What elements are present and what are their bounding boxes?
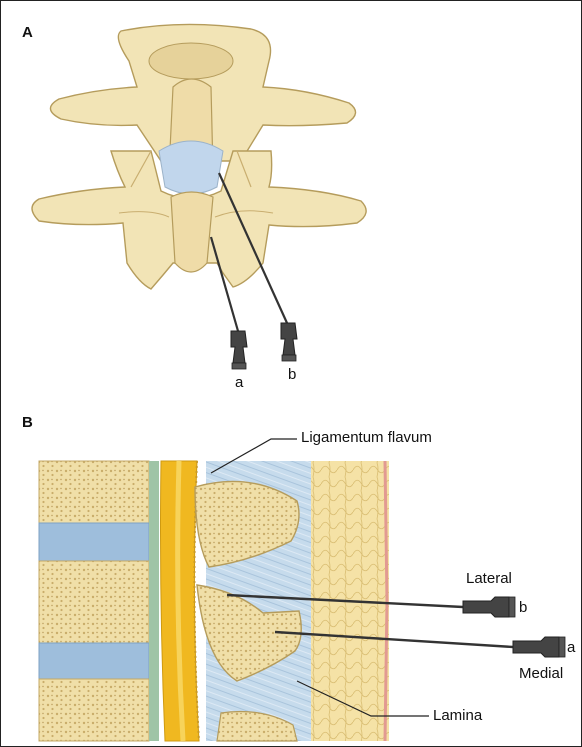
lamina-label: Lamina (433, 707, 482, 724)
panel-b-needle-a-label: a (567, 639, 575, 656)
panel-a-needle-a-label: a (235, 374, 243, 391)
panel-b-needle-b-label: b (519, 599, 527, 616)
lateral-label: Lateral (466, 570, 512, 587)
medial-label: Medial (519, 665, 563, 682)
panel-a-vertebrae (32, 24, 366, 289)
panel-a-needle-b-label: b (288, 366, 296, 383)
panel-a-letter: A (22, 24, 33, 41)
panel-b-letter: B (22, 414, 33, 431)
ligamentum-flavum-label: Ligamentum flavum (301, 429, 432, 446)
